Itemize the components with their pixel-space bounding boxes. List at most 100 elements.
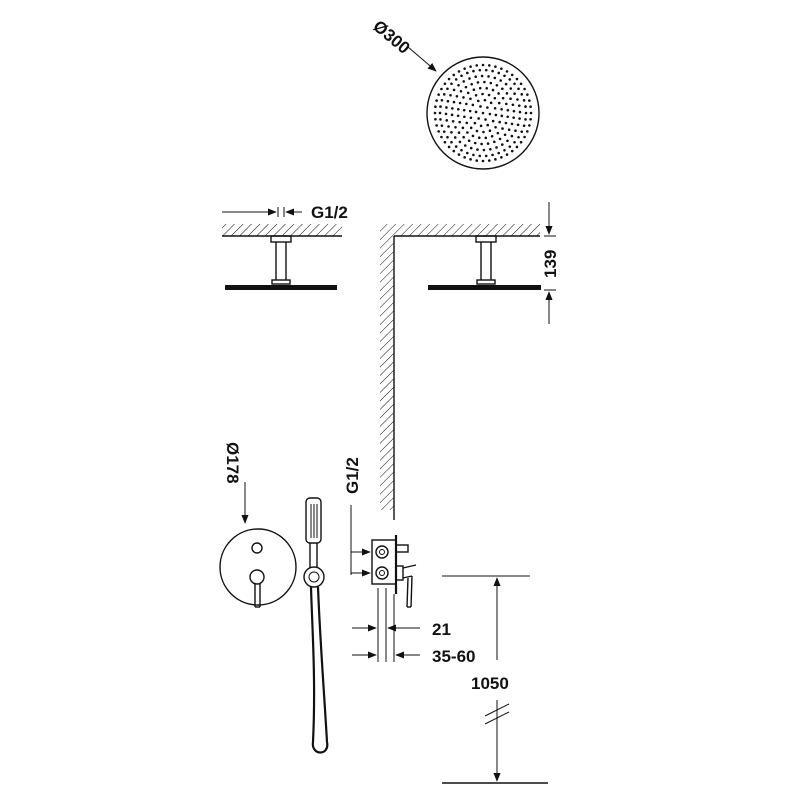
mixer-lever-hub-icon bbox=[249, 569, 265, 585]
nozzle-dot bbox=[475, 64, 479, 67]
nozzle-dot bbox=[508, 78, 512, 81]
nozzle-dot bbox=[452, 73, 456, 77]
nozzle-dot bbox=[489, 147, 492, 151]
nozzle-dot bbox=[476, 148, 479, 151]
nozzle-dot bbox=[529, 111, 533, 115]
nozzle-dot bbox=[452, 149, 456, 153]
nozzle-dot bbox=[466, 91, 470, 95]
nozzle-dot bbox=[438, 111, 442, 115]
nozzle-dot bbox=[476, 81, 480, 84]
nozzle-dot bbox=[522, 99, 526, 102]
nozzle-dot bbox=[447, 77, 451, 81]
nozzle-dot bbox=[494, 65, 497, 68]
nozzle-dot bbox=[475, 129, 479, 133]
nozzle-dot bbox=[465, 121, 469, 125]
nozzle-dot bbox=[462, 80, 466, 83]
nozzle-dot bbox=[512, 109, 516, 113]
nozzle-dot bbox=[450, 130, 453, 134]
mixer-plate-front-view: Ø178 bbox=[219, 442, 297, 608]
plate-diameter-label: Ø178 bbox=[223, 442, 242, 484]
nozzle-dot bbox=[512, 116, 515, 119]
nozzle-dot bbox=[465, 151, 469, 155]
nozzle-dot bbox=[457, 70, 461, 73]
nozzle-dot bbox=[477, 136, 481, 140]
lever-body-mid bbox=[402, 575, 413, 579]
nozzle-dot bbox=[499, 79, 503, 82]
nozzle-dot bbox=[493, 106, 497, 110]
nozzle-dot bbox=[454, 145, 458, 148]
nozzle-dot bbox=[487, 159, 491, 162]
lever-body-top bbox=[402, 564, 417, 569]
nozzle-dot bbox=[478, 86, 482, 90]
nozzle-dot bbox=[469, 126, 473, 130]
arm-thread-label: G1/2 bbox=[311, 203, 348, 222]
nozzle-dot bbox=[470, 82, 473, 86]
install-height-dimension: 1050 bbox=[442, 575, 548, 784]
nozzle-dot bbox=[504, 102, 508, 106]
nozzle-dot bbox=[479, 105, 482, 108]
break-mark-a bbox=[484, 703, 510, 717]
nozzle-dot bbox=[528, 99, 531, 102]
nozzle-dot bbox=[496, 131, 500, 135]
nozzle-dot bbox=[463, 156, 466, 159]
nozzle-dot bbox=[505, 153, 509, 156]
nozzle-dot bbox=[437, 130, 440, 133]
nozzle-dot bbox=[439, 118, 442, 121]
install-height-label: 1050 bbox=[471, 674, 509, 693]
nozzle-dot bbox=[474, 75, 477, 79]
head-connector-right bbox=[476, 279, 496, 285]
shower-holder-inner bbox=[308, 571, 320, 583]
nozzle-dot bbox=[503, 74, 506, 78]
nozzle-dot bbox=[528, 124, 531, 127]
nozzle-dot bbox=[465, 102, 468, 106]
nozzle-dot bbox=[477, 117, 480, 120]
nozzle-dot bbox=[456, 107, 460, 111]
nozzle-dot bbox=[513, 82, 516, 86]
nozzle-dot bbox=[491, 69, 494, 73]
arm-height-label: 139 bbox=[541, 250, 560, 278]
nozzle-dot bbox=[474, 94, 478, 97]
nozzle-dot bbox=[519, 140, 523, 144]
nozzle-dot bbox=[503, 133, 507, 137]
nozzle-dot bbox=[510, 149, 514, 153]
nozzle-dot bbox=[493, 140, 496, 144]
nozzle-dot bbox=[486, 106, 489, 109]
nozzle-dot bbox=[451, 107, 454, 110]
nozzle-dot bbox=[433, 111, 437, 115]
nozzle-dot bbox=[437, 93, 440, 96]
nozzle-dot bbox=[490, 134, 494, 138]
nozzle-dot bbox=[464, 85, 468, 89]
valve-port-bottom-inner bbox=[379, 570, 385, 576]
nozzle-dot bbox=[510, 73, 514, 77]
nozzle-dot bbox=[505, 92, 509, 95]
ceiling-flange-right bbox=[475, 235, 497, 243]
nozzle-dot bbox=[507, 128, 511, 131]
nozzle-dot bbox=[476, 99, 480, 103]
nozzle-dot bbox=[515, 145, 519, 149]
nozzle-dot bbox=[484, 154, 488, 158]
nozzle-dot bbox=[517, 87, 520, 91]
nozzle-dot bbox=[526, 130, 529, 133]
nozzle-dot bbox=[445, 106, 448, 109]
hand-shower-assembly bbox=[303, 497, 329, 754]
diverter-knob-icon bbox=[251, 542, 263, 554]
nozzle-dot bbox=[491, 119, 495, 123]
nozzle-dot bbox=[526, 93, 529, 96]
nozzle-dot bbox=[435, 99, 438, 102]
nozzle-dot bbox=[483, 80, 486, 84]
nozzle-dot bbox=[486, 123, 490, 127]
nozzle-dot bbox=[473, 121, 477, 125]
nozzle-dot bbox=[472, 69, 475, 73]
nozzle-dot bbox=[462, 96, 465, 99]
nozzle-dot bbox=[472, 153, 475, 157]
nozzle-dot bbox=[494, 125, 497, 129]
nozzle-dot bbox=[500, 114, 504, 118]
diverter-stem bbox=[395, 544, 409, 553]
nozzle-dot bbox=[520, 93, 524, 96]
nozzle-dot bbox=[504, 121, 508, 125]
nozzle-dot bbox=[460, 148, 463, 152]
nozzle-dot bbox=[488, 129, 492, 132]
nozzle-dot bbox=[524, 111, 528, 115]
nozzle-dot bbox=[493, 76, 497, 80]
nozzle-dot bbox=[447, 125, 450, 128]
